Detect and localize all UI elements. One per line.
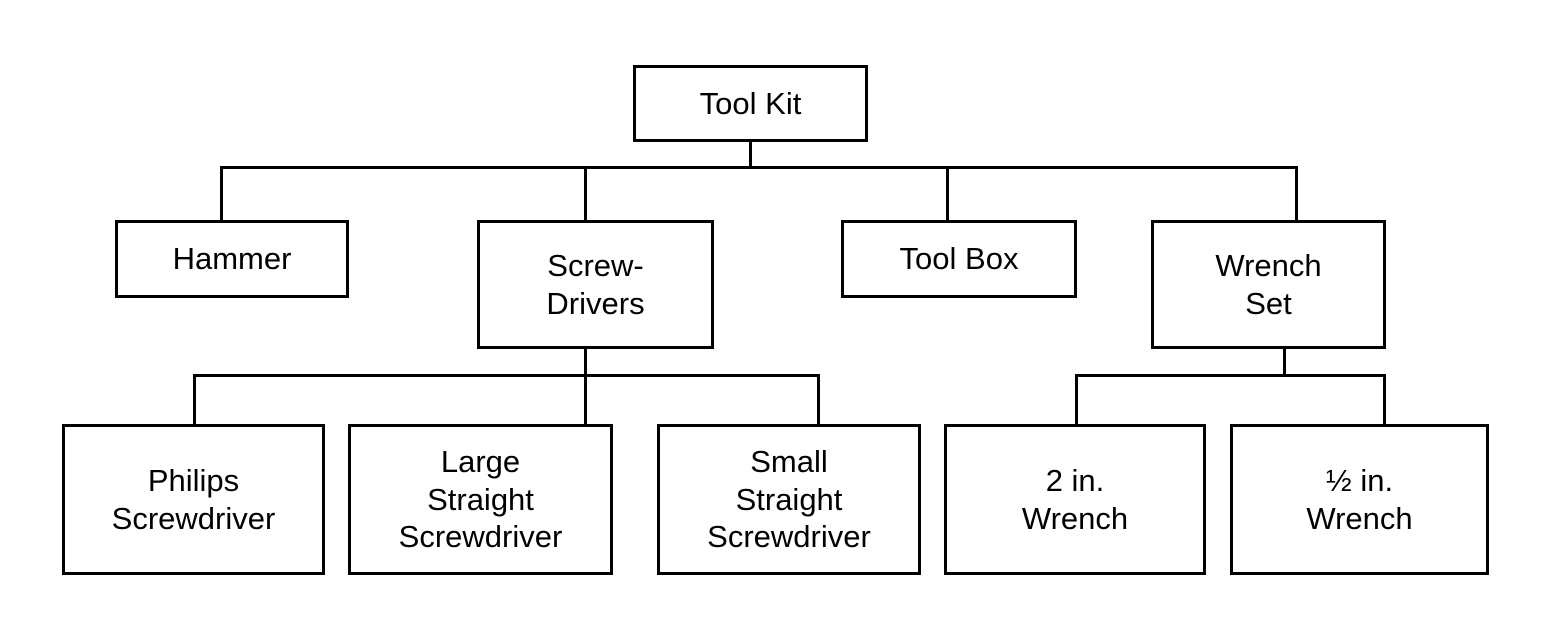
node-tool-kit[interactable]: Tool Kit xyxy=(633,65,868,142)
node-screwdrivers[interactable]: Screw- Drivers xyxy=(477,220,714,349)
connector-screwdrivers-bus xyxy=(193,374,820,377)
node-tool-box-label: Tool Box xyxy=(899,241,1019,277)
connector-drop-wrench-set xyxy=(1295,166,1298,221)
connector-drop-wrench-2in xyxy=(1075,374,1078,425)
node-philips-screwdriver-label: Philips Screwdriver xyxy=(111,462,276,536)
connector-drop-small-straight xyxy=(817,374,820,425)
node-wrench-set-label: Wrench Set xyxy=(1215,247,1322,321)
node-screwdrivers-label: Screw- Drivers xyxy=(546,247,645,321)
node-large-straight-screwdriver-label: Large Straight Screwdriver xyxy=(398,443,563,555)
connector-screwdrivers-stem xyxy=(584,349,587,377)
node-large-straight-screwdriver[interactable]: Large Straight Screwdriver xyxy=(348,424,613,575)
connector-drop-large-straight xyxy=(584,374,587,425)
node-wrench-2in-label: 2 in. Wrench xyxy=(1021,462,1129,536)
connector-drop-screwdrivers xyxy=(584,166,587,221)
node-tool-kit-label: Tool Kit xyxy=(699,85,802,121)
connector-drop-tool-box xyxy=(946,166,949,221)
connector-wrench-set-stem xyxy=(1283,349,1286,377)
node-wrench-half-in[interactable]: ½ in. Wrench xyxy=(1230,424,1489,575)
connector-wrench-bus xyxy=(1075,374,1386,377)
node-wrench-half-in-label: ½ in. Wrench xyxy=(1306,462,1413,536)
connector-drop-philips xyxy=(193,374,196,425)
connector-drop-wrench-half-in xyxy=(1383,374,1386,425)
node-tool-box[interactable]: Tool Box xyxy=(841,220,1077,298)
node-philips-screwdriver[interactable]: Philips Screwdriver xyxy=(62,424,325,575)
node-small-straight-screwdriver[interactable]: Small Straight Screwdriver xyxy=(657,424,921,575)
node-wrench-set[interactable]: Wrench Set xyxy=(1151,220,1386,349)
node-wrench-2in[interactable]: 2 in. Wrench xyxy=(944,424,1206,575)
node-small-straight-screwdriver-label: Small Straight Screwdriver xyxy=(707,443,871,555)
connector-level2-bus xyxy=(220,166,1298,169)
node-hammer[interactable]: Hammer xyxy=(115,220,349,298)
node-hammer-label: Hammer xyxy=(172,241,292,277)
connector-drop-hammer xyxy=(220,166,223,221)
connector-root-stem xyxy=(749,142,752,169)
